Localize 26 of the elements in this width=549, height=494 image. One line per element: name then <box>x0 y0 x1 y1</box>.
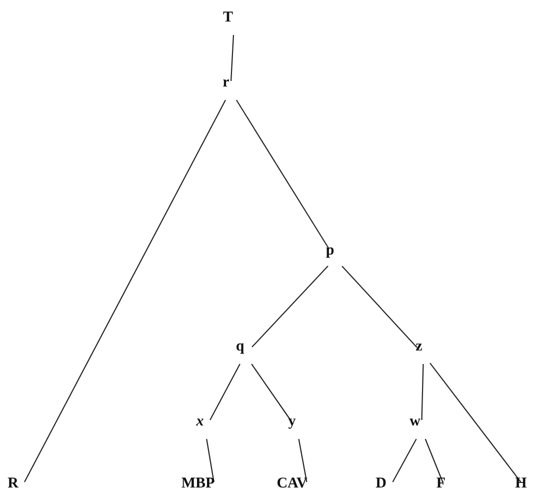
tree-branch-line <box>230 34 234 82</box>
tree-branch-line <box>252 266 328 348</box>
tree-node-label: CAV <box>276 476 308 492</box>
tree-node-label: H <box>514 476 528 492</box>
tree-node-label: w <box>408 414 422 430</box>
tree-branch-line <box>236 100 330 250</box>
tree-node-label: D <box>374 476 388 492</box>
tree-node-label: x <box>195 414 205 430</box>
tree-node-label: R <box>6 476 20 492</box>
tree-node-label: z <box>414 340 424 354</box>
tree-node-label: MBP <box>180 476 216 492</box>
tree-branch-line <box>392 438 417 482</box>
tree-node-label: F <box>435 476 447 492</box>
tree-branch-line <box>210 364 240 420</box>
tree-branch-line <box>421 364 424 420</box>
tree-node-label: q <box>234 340 246 354</box>
tree-branch-line <box>24 100 226 482</box>
tree-branch-line <box>298 438 308 482</box>
tree-node-label: y <box>287 414 297 430</box>
tree-branch-line <box>424 438 444 482</box>
tree-branch-line <box>430 362 522 482</box>
tree-node-label: r <box>222 76 230 90</box>
tree-branch-line <box>342 266 418 348</box>
tree-node-label: p <box>324 244 336 258</box>
tree-node-label: T <box>222 10 234 26</box>
tree-branch-line <box>251 364 291 420</box>
